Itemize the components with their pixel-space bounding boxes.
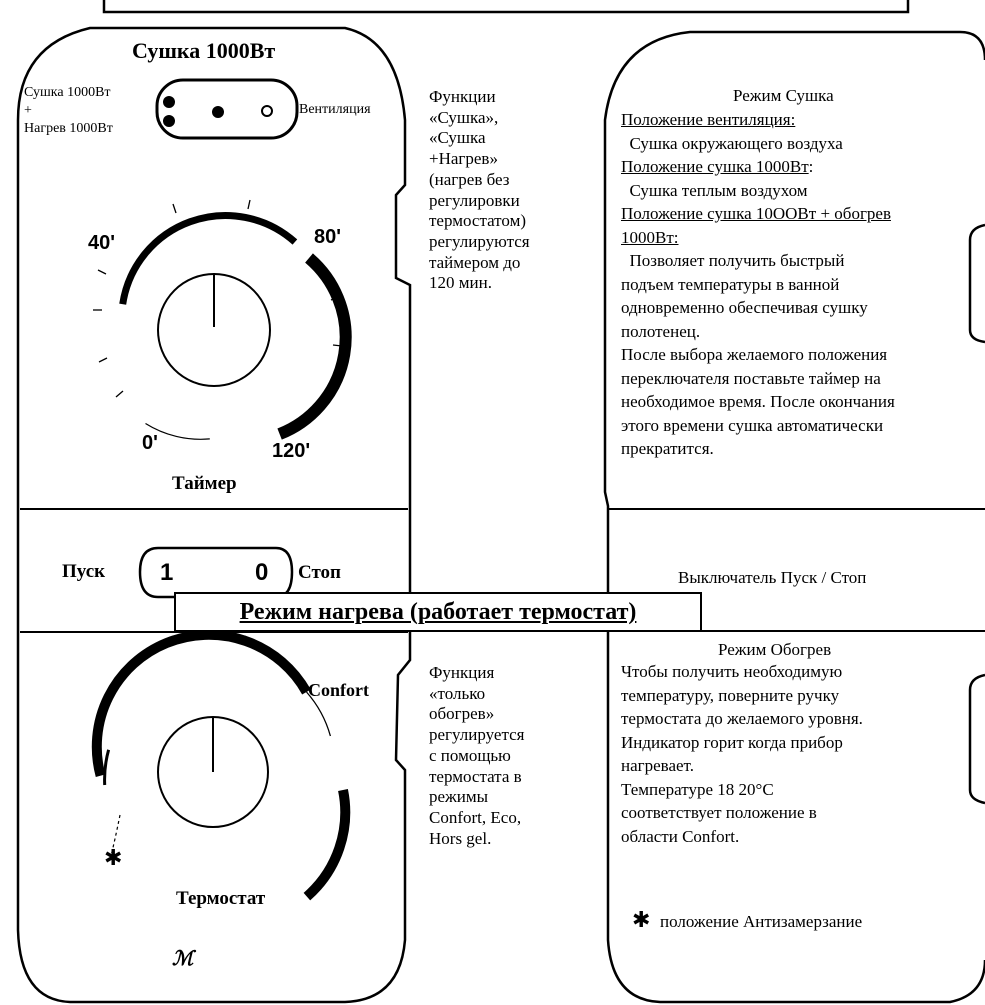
thermostat-dial (91, 629, 351, 901)
snowflake-icon: ✱ (104, 846, 123, 871)
antifreeze-note: положение Антизамерзание (660, 912, 863, 931)
timer-mark-40: 40' (88, 232, 116, 254)
timer-dial (93, 199, 352, 440)
left-panel-outline (16, 26, 412, 1004)
heating-mode-description: Чтобы получить необходимую температуру, … (621, 662, 863, 846)
switch-left-label: Сушка 1000Вт + Нагрев 1000Вт (24, 85, 113, 136)
timer-mark-120: 120' (272, 440, 311, 462)
start-label: Пуск (62, 561, 106, 582)
thermostat-label: Термостат (176, 888, 266, 909)
thermostat-confort-label: Confort (308, 680, 369, 700)
drying-mode-description: Положение вентиляция: Сушка окружающего … (621, 110, 895, 458)
switch-off-digit[interactable]: 0 (255, 559, 269, 586)
timer-mark-0: 0' (142, 432, 158, 454)
heat-indicator-icon: ℳ (172, 948, 194, 970)
drying-functions-text: Функции «Сушка», «Сушка +Нагрев» (нагрев… (429, 87, 530, 293)
start-stop-switch-description: Выключатель Пуск / Стоп (678, 568, 867, 587)
heating-mode-heading: Режим нагрева (работает термостат) (174, 592, 702, 632)
timer-mark-80: 80' (314, 226, 342, 248)
right-panel-outline (603, 30, 985, 1004)
switch-ventilation-label: Вентиляция (299, 102, 371, 117)
mode-switch-outline (155, 78, 299, 140)
timer-label: Таймер (172, 473, 237, 494)
heating-mode-heading-right: Режим Обогрев (718, 640, 832, 659)
drying-mode-heading: Режим Сушка (733, 86, 834, 105)
stop-label: Стоп (298, 562, 342, 583)
heating-function-text: Функция «только обогрев» регулируется с … (429, 663, 525, 848)
switch-on-digit[interactable]: 1 (160, 559, 174, 586)
snowflake-icon: ✱ (632, 908, 651, 933)
drying-title: Сушка 1000Вт (132, 38, 276, 63)
